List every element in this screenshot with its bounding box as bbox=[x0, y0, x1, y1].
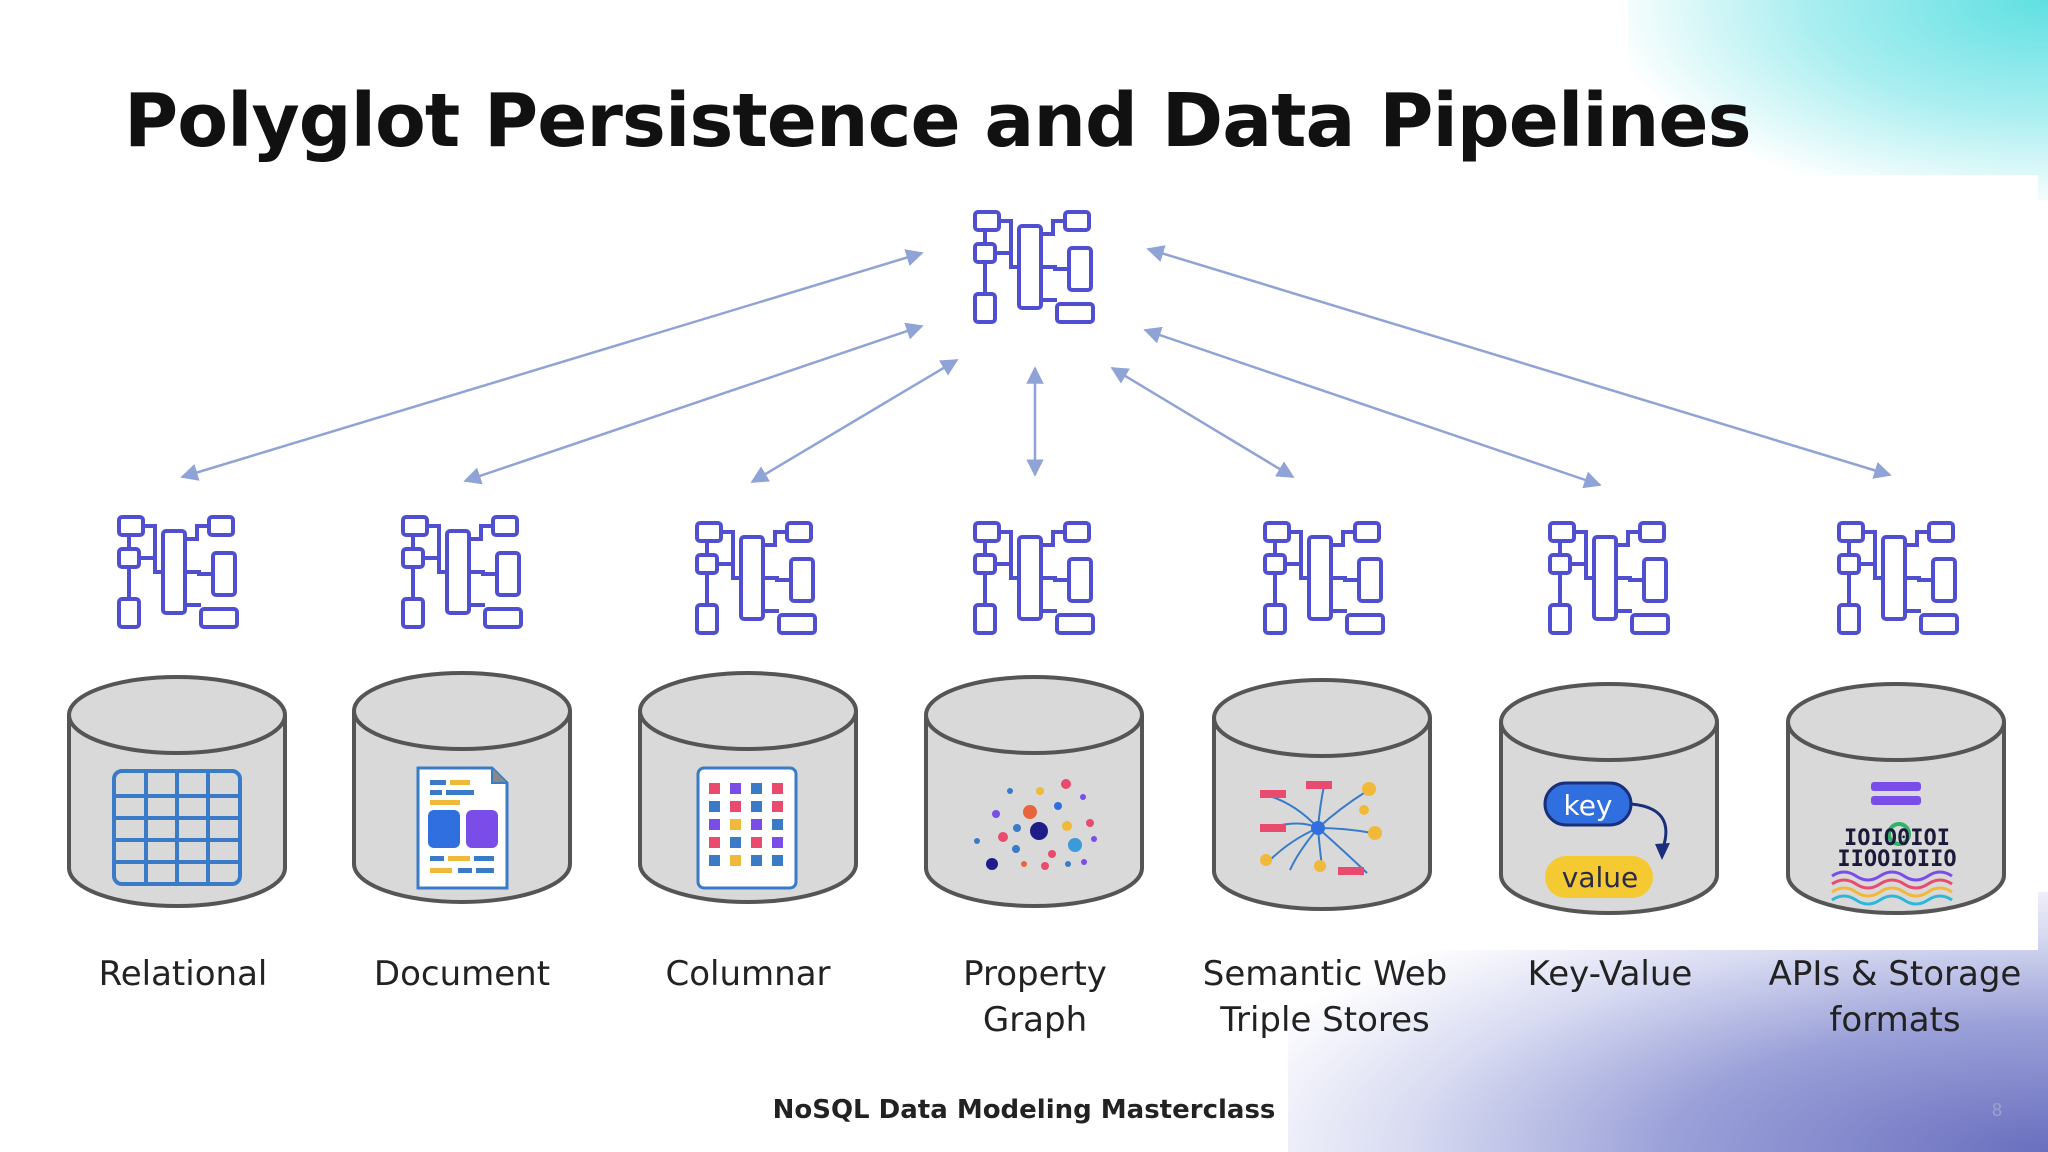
semantic-network-icon bbox=[1260, 781, 1382, 875]
arrow-apis bbox=[1146, 245, 1892, 479]
arrow-key-value bbox=[1143, 326, 1602, 489]
arrow-semantic-web bbox=[1110, 366, 1295, 479]
graph-dots-icon bbox=[974, 779, 1097, 870]
svg-text:value: value bbox=[1562, 861, 1638, 894]
schema-icons-row bbox=[117, 515, 1959, 635]
page-title: Polyglot Persistence and Data Pipelines bbox=[124, 78, 1752, 164]
svg-text:key: key bbox=[1563, 789, 1612, 822]
label-relational: Relational bbox=[98, 954, 268, 994]
columnar-grid-icon bbox=[696, 766, 798, 890]
key-value-icon: key value bbox=[1543, 781, 1670, 898]
label-columnar: Columnar bbox=[665, 954, 831, 994]
arrow-relational bbox=[180, 249, 924, 481]
corner-gradient-top bbox=[1628, 0, 2048, 200]
page-number: 8 bbox=[1991, 1100, 2002, 1120]
label-key-value: Key-Value bbox=[1527, 954, 1693, 994]
svg-text:IIOOIOIIO: IIOOIOIIO bbox=[1837, 847, 1956, 872]
binary-stream-icon: IOIO0IOI IIOOIOIIO bbox=[1831, 782, 1957, 906]
document-icon bbox=[416, 766, 509, 890]
key-value-arrow-icon bbox=[1655, 843, 1670, 860]
label-property-graph: Property Graph bbox=[963, 954, 1107, 1040]
footer-title: NoSQL Data Modeling Masterclass bbox=[772, 1095, 1276, 1125]
arrow-document bbox=[463, 322, 924, 485]
svg-text:IOIO0IOI: IOIO0IOI bbox=[1844, 826, 1950, 851]
table-icon bbox=[112, 769, 242, 886]
arrow-columnar bbox=[750, 358, 959, 484]
label-semantic-web: Semantic Web Triple Stores bbox=[1202, 954, 1448, 1040]
top-schema-icon bbox=[973, 210, 1095, 324]
connection-arrows bbox=[180, 245, 1892, 489]
label-document: Document bbox=[373, 954, 551, 994]
label-apis-storage: APIs & Storage formats bbox=[1768, 954, 2022, 1040]
database-cylinders bbox=[67, 671, 2006, 915]
cylinder-apis bbox=[1786, 682, 2006, 915]
value-pill bbox=[1545, 856, 1653, 898]
cylinder-property-graph bbox=[924, 675, 1144, 908]
